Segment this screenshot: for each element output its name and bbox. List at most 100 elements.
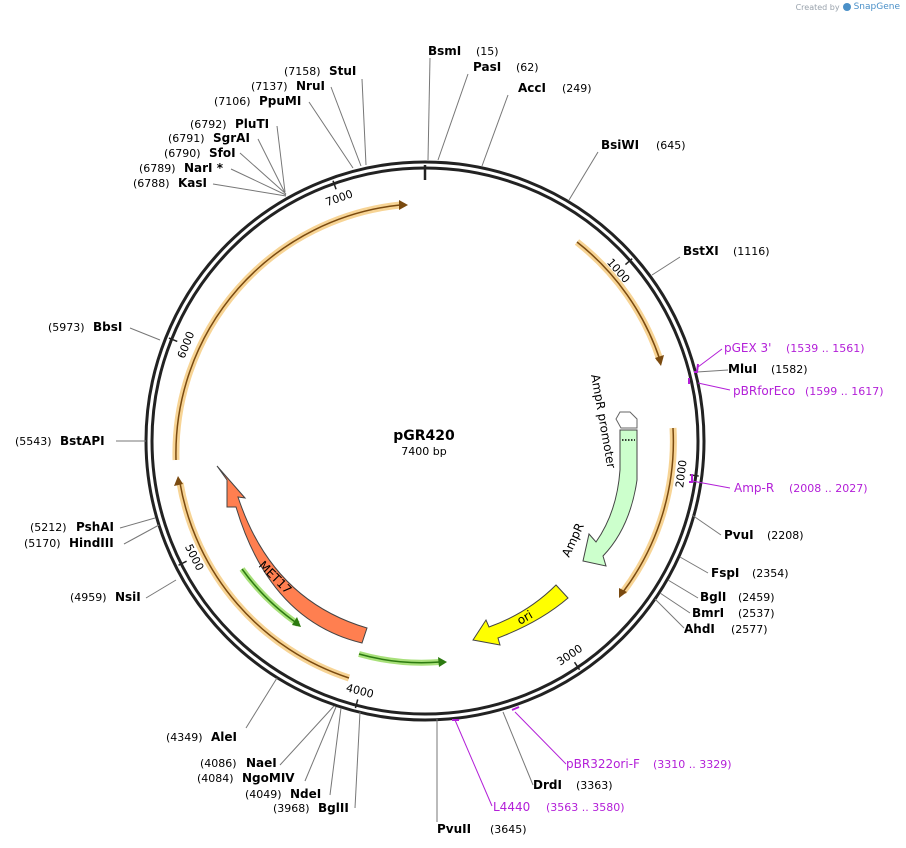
site-label-nsii[interactable]: NsiI: [115, 590, 141, 604]
site-label-nrui[interactable]: NruI: [296, 79, 325, 93]
site-pos-bstapi: (5543): [15, 435, 52, 448]
site-pos-bmri: (2537): [738, 607, 775, 620]
site-label-stui[interactable]: StuI: [329, 64, 356, 78]
site-pos-ahdi: (2577): [731, 623, 768, 636]
site-label-pshai[interactable]: PshAI: [76, 520, 114, 534]
site-label-bbsi[interactable]: BbsI: [93, 320, 122, 334]
primer-leader-lines: [454, 348, 731, 807]
primer-range-l4440: (3563 .. 3580): [546, 801, 625, 814]
credit-prefix: Created by: [795, 2, 840, 12]
site-label-mlui[interactable]: MluI: [728, 362, 757, 376]
primer-label-l4440[interactable]: L4440: [493, 800, 530, 814]
primer-labels: pGEX 3' (1539 .. 1561) pBRforEco (1599 .…: [493, 341, 884, 814]
orf-arrowheads: [174, 200, 664, 598]
site-pos-mlui: (1582): [771, 363, 808, 376]
site-pos-drdi: (3363): [576, 779, 613, 792]
site-pos-pluti: (6792): [190, 118, 227, 131]
site-label-pvui[interactable]: PvuI: [724, 528, 754, 542]
primer-label-pbr322ori[interactable]: pBR322ori-F: [566, 757, 640, 771]
site-pos-pshai: (5212): [30, 521, 67, 534]
site-pos-fspi: (2354): [752, 567, 789, 580]
site-label-fspi[interactable]: FspI: [711, 566, 739, 580]
site-pos-stui: (7158): [284, 65, 321, 78]
site-pos-nari: (6789): [139, 162, 176, 175]
primer-range-pbr322ori: (3310 .. 3329): [653, 758, 732, 771]
site-pos-nrui: (7137): [251, 80, 288, 93]
snapgene-logo-icon: [842, 3, 851, 11]
site-label-ndei[interactable]: NdeI: [290, 787, 321, 801]
site-pos-sgrai: (6791): [168, 132, 205, 145]
site-label-nari[interactable]: NarI *: [184, 161, 224, 175]
site-pos-pasi: (62): [516, 61, 539, 74]
site-pos-bsiwi: (645): [656, 139, 686, 152]
site-pos-ndei: (4049): [245, 788, 282, 801]
plasmid-length: 7400 bp: [401, 445, 446, 458]
site-label-naei[interactable]: NaeI: [246, 756, 277, 770]
site-pos-nsii: (4959): [70, 591, 107, 604]
ampr-promoter-arrow: [615, 411, 638, 429]
primer-range-ampr: (2008 .. 2027): [789, 482, 868, 495]
site-pos-bbsi: (5973): [48, 321, 85, 334]
ampr-promoter-label: AmpR promoter: [588, 373, 618, 469]
site-pos-pvui: (2208): [767, 529, 804, 542]
site-label-bsmi[interactable]: BsmI: [428, 44, 461, 58]
site-label-acci[interactable]: AccI: [518, 81, 546, 95]
green-orf-arcs: [239, 567, 441, 666]
green-orf-arrowheads: [292, 617, 447, 667]
site-label-bstxi[interactable]: BstXI: [683, 244, 719, 258]
site-label-pasi[interactable]: PasI: [473, 60, 501, 74]
site-label-bglii[interactable]: BglII: [318, 801, 349, 815]
site-label-kasi[interactable]: KasI: [178, 176, 207, 190]
site-pos-bstxi: (1116): [733, 245, 770, 258]
plasmid-name: pGR420: [393, 428, 455, 444]
site-label-sgrai[interactable]: SgrAI: [213, 131, 250, 145]
primer-marks: [452, 363, 699, 721]
tick-label: 7000: [324, 187, 355, 209]
site-label-ppumi[interactable]: PpuMI: [259, 94, 301, 108]
site-label-alei[interactable]: AleI: [211, 730, 237, 744]
site-pos-acci: (249): [562, 82, 592, 95]
ori-feature: [472, 584, 569, 646]
site-pos-ngomiv: (4084): [197, 772, 234, 785]
site-label-sfoi[interactable]: SfoI: [209, 146, 236, 160]
site-label-hindiii[interactable]: HindIII: [69, 536, 114, 550]
site-pos-sfoi: (6790): [164, 147, 201, 160]
credit-brand: SnapGene: [853, 2, 900, 12]
tick-mark: [332, 180, 337, 190]
site-pos-pvuii: (3645): [490, 823, 527, 836]
tick-mark: [624, 258, 633, 266]
site-pos-alei: (4349): [166, 731, 203, 744]
met17-feature: [216, 465, 368, 644]
site-pos-bglii: (3968): [273, 802, 310, 815]
site-pos-kasi: (6788): [133, 177, 170, 190]
ampr-feature: [582, 429, 638, 567]
tick-label: 2000: [673, 459, 689, 488]
site-label-pvuii[interactable]: PvuII: [437, 822, 471, 836]
orf-arcs: [172, 201, 677, 682]
site-label-ngomiv[interactable]: NgoMIV: [242, 771, 295, 785]
tick-label: 4000: [345, 681, 375, 701]
tick-mark: [168, 337, 178, 343]
tick-mark: [178, 560, 187, 566]
site-label-bstapi[interactable]: BstAPI: [60, 434, 105, 448]
site-label-ahdi[interactable]: AhdI: [684, 622, 715, 636]
site-label-bmri[interactable]: BmrI: [692, 606, 724, 620]
site-label-pluti[interactable]: PluTI: [235, 117, 269, 131]
site-label-bgli[interactable]: BglI: [700, 590, 726, 604]
site-pos-bsmi: (15): [476, 45, 499, 58]
site-label-bsiwi[interactable]: BsiWI: [601, 138, 639, 152]
site-pos-bgli: (2459): [738, 591, 775, 604]
primer-range-pgex3: (1539 .. 1561): [786, 342, 865, 355]
ampr-label: AmpR: [559, 521, 587, 559]
tick-mark: [573, 661, 581, 671]
site-label-drdi[interactable]: DrdI: [533, 778, 562, 792]
primer-label-pbrforeco[interactable]: pBRforEco: [733, 384, 795, 398]
site-leader-lines: [116, 57, 729, 822]
site-pos-hindiii: (5170): [24, 537, 61, 550]
tick-mark: [354, 699, 359, 709]
primer-label-pgex3[interactable]: pGEX 3': [724, 341, 771, 355]
primer-label-ampr[interactable]: Amp-R: [734, 481, 774, 495]
site-labels: BsmI (15) PasI (62) AccI (249) BsiWI (64…: [15, 44, 808, 836]
snapgene-credit: Created by SnapGene: [796, 2, 900, 12]
site-pos-naei: (4086): [200, 757, 237, 770]
